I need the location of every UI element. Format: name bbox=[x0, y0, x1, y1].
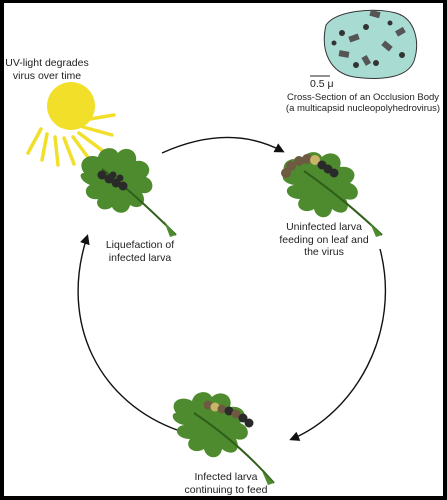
larva-liquefied bbox=[97, 170, 128, 191]
occlusion-body-caption: Cross-Section of an Occlusion Body (a mu… bbox=[284, 92, 442, 114]
leaf-liquefaction bbox=[80, 148, 177, 237]
occlusion-caption-line-2: (a multicapsid nucleopolyhedrovirus) bbox=[285, 103, 441, 114]
larva-infected bbox=[203, 400, 254, 428]
life-cycle-diagram bbox=[26, 9, 417, 485]
leaf-infected bbox=[172, 392, 275, 485]
arrow-left bbox=[77, 234, 181, 432]
liquefaction-line-1: Liquefaction of bbox=[105, 239, 175, 251]
scale-label: 0.5 μ bbox=[310, 78, 334, 90]
uninfected-line-2: feeding on leaf and bbox=[279, 233, 369, 246]
uninfected-label: Uninfected larva feeding on leaf and the… bbox=[272, 221, 376, 259]
cycle-arrows bbox=[77, 136, 387, 441]
uv-label: UV-light degrades virus over time bbox=[4, 57, 90, 82]
liquefaction-line-2: infected larva bbox=[108, 251, 172, 264]
infected-label: Infected larva continuing to feed bbox=[174, 471, 278, 496]
sun-icon bbox=[26, 82, 116, 167]
arrow-right bbox=[289, 248, 387, 441]
uninfected-line-1: Uninfected larva bbox=[286, 221, 362, 233]
arrow-top bbox=[161, 136, 285, 154]
leaf-uninfected bbox=[281, 152, 383, 237]
diagram-frame: UV-light degrades virus over time 0.5 μ … bbox=[4, 3, 443, 496]
infected-line-1: Infected larva bbox=[194, 471, 258, 483]
uv-label-line-1: UV-light degrades bbox=[5, 57, 89, 69]
uninfected-line-3: the virus bbox=[304, 246, 344, 258]
infected-line-2: continuing to feed bbox=[184, 483, 268, 496]
occlusion-body bbox=[323, 9, 417, 79]
occlusion-caption-line-1: Cross-Section of an Occlusion Body bbox=[286, 92, 440, 103]
larva-uninfected bbox=[281, 154, 339, 178]
liquefaction-label: Liquefaction of infected larva bbox=[96, 239, 184, 264]
uv-label-line-2: virus over time bbox=[12, 69, 82, 82]
